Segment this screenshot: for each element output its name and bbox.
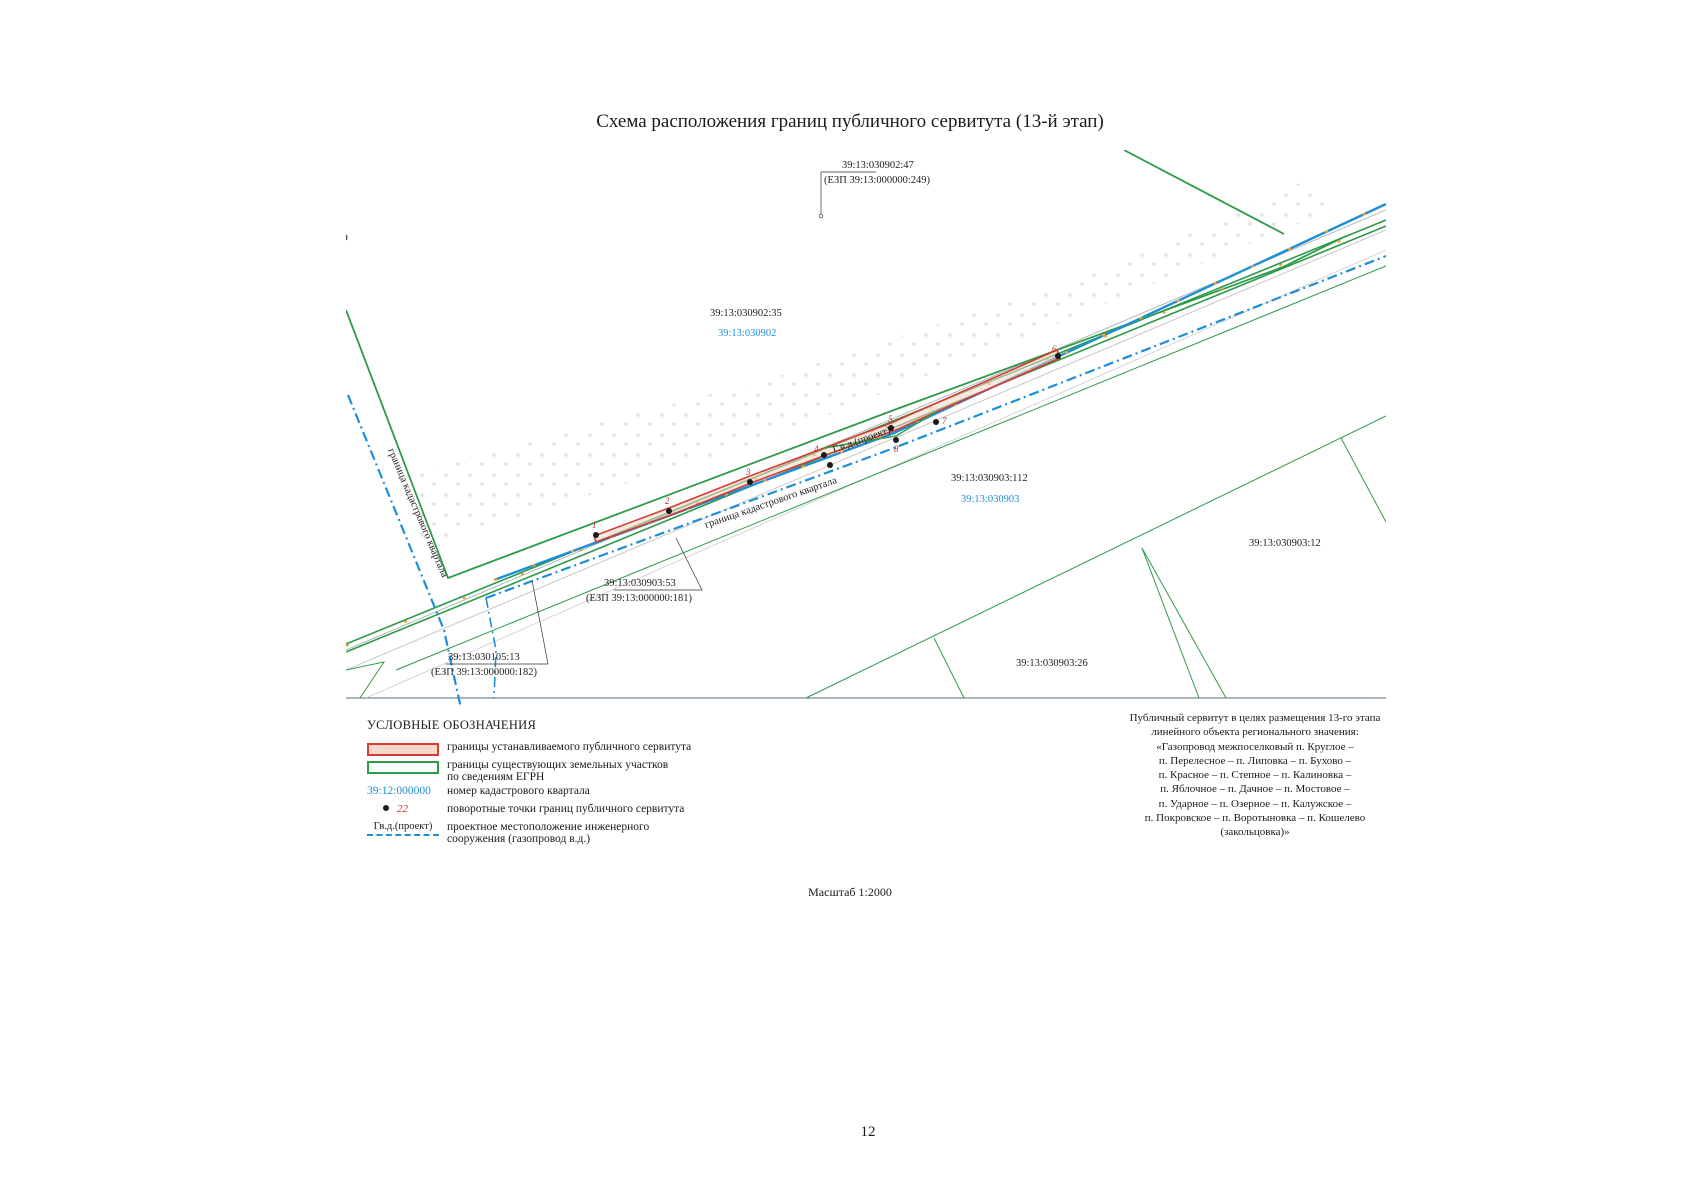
svg-text:7: 7 xyxy=(942,416,947,426)
label-ezp-182: (ЕЗП 39:13:000000:182) xyxy=(431,667,538,678)
leader-903-53 xyxy=(614,537,703,591)
parcel-boundary-903-112 xyxy=(395,265,1386,671)
quarter-border-west xyxy=(346,394,462,705)
leader-105-13 xyxy=(446,579,549,665)
legend-item-gas: Гв.д.(проект) проектное местоположение и… xyxy=(367,821,767,851)
parcel-boundary-903-12-west xyxy=(1141,547,1200,699)
quarter-border-105 xyxy=(485,597,497,699)
parcel-boundary-902-47 xyxy=(1123,150,1285,235)
label-parcel-902-35: 39:13:030902:35 xyxy=(710,308,782,319)
legend-text-points: поворотные точки границ публичного серви… xyxy=(447,803,685,815)
legend-item-quarter: 39:12:000000 номер кадастрового квартала xyxy=(367,785,767,803)
label-ezp-181: (ЕЗП 39:13:000000:181) xyxy=(586,593,693,604)
label-parcel-903-12: 39:13:030903:12 xyxy=(1249,538,1321,549)
turning-point-6[interactable] xyxy=(1055,353,1061,359)
legend-text-parcels-2: по сведениям ЕГРН xyxy=(447,771,545,783)
turning-point-5[interactable] xyxy=(888,425,894,431)
svg-text:4: 4 xyxy=(814,444,819,454)
quarter-border-main xyxy=(485,254,1386,600)
leader-902-47 xyxy=(820,171,876,214)
vegetation-area xyxy=(416,180,1331,550)
svg-text:6: 6 xyxy=(1052,344,1057,354)
label-parcel-903-112: 39:13:030903:112 xyxy=(951,473,1028,484)
svg-text:8: 8 xyxy=(894,444,899,454)
parcel-boundary-105-13 xyxy=(346,661,386,699)
svg-text:5: 5 xyxy=(888,414,893,424)
turning-points: 1 2 3 4 5 6 7 8 xyxy=(592,344,1061,538)
legend-symbol-quarter-code: 39:12:000000 xyxy=(367,785,431,797)
legend-heading: УСЛОВНЫЕ ОБОЗНАЧЕНИЯ xyxy=(367,718,537,732)
north-arrow: С Ю xyxy=(346,168,348,244)
road-edge-line xyxy=(346,229,1386,671)
legend-text-servitude: границы устанавливаемого публичного серв… xyxy=(447,741,692,753)
legend-text-gas-1: проектное местоположение инженерного xyxy=(447,821,650,833)
page-number: 12 xyxy=(860,1124,876,1140)
turning-point-7[interactable] xyxy=(933,419,939,425)
svg-text:1: 1 xyxy=(592,520,597,530)
label-quarter-903: 39:13:030903 xyxy=(961,494,1019,505)
servitude-branch xyxy=(823,411,937,449)
legend-gas-symbol-label: Гв.д.(проект) xyxy=(373,821,433,832)
parcel-boundary-903-12 xyxy=(805,415,1386,699)
legend: УСЛОВНЫЕ ОБОЗНАЧЕНИЯ границы устанавлива… xyxy=(367,718,767,851)
parcel-boundary-903-12-east xyxy=(1340,437,1386,523)
turning-point-extra[interactable] xyxy=(827,462,833,468)
legend-text-quarter: номер кадастрового квартала xyxy=(447,785,590,797)
turning-point-1[interactable] xyxy=(593,532,599,538)
legend-text-gas-2: сооружения (газопровод в.д.) xyxy=(447,833,591,845)
turning-point-2[interactable] xyxy=(666,508,672,514)
servitude-boundary xyxy=(592,348,1062,544)
label-ezp-249: (ЕЗП 39:13:000000:249) xyxy=(824,175,931,186)
svg-text:Ю: Ю xyxy=(346,233,348,244)
turning-point-3[interactable] xyxy=(747,479,753,485)
legend-item-points: 22 поворотные точки границ публичного се… xyxy=(367,803,767,821)
svg-text:3: 3 xyxy=(745,467,751,477)
parcel-boundary-903-26 xyxy=(933,637,965,699)
legend-item-servitude: границы устанавливаемого публичного серв… xyxy=(367,741,767,759)
legend-gas-line-icon xyxy=(367,834,439,836)
legend-symbol-green-box xyxy=(367,761,439,774)
label-parcel-903-26: 39:13:030903:26 xyxy=(1016,658,1088,669)
label-parcel-902-47: 39:13:030902:47 xyxy=(842,160,914,171)
turning-point-8[interactable] xyxy=(893,437,899,443)
label-quarter-902: 39:13:030902 xyxy=(718,328,776,339)
parcel-boundary-903-12-west xyxy=(1141,547,1227,699)
road-edge-line xyxy=(346,209,1386,651)
parcel-boundary-902-35 xyxy=(346,235,1347,580)
label-quarter-border: граница кадастрового квартала xyxy=(703,475,838,531)
label-parcel-903-53: 39:13:030903:53 xyxy=(604,578,676,589)
legend-text-parcels-1: границы существующих земельных участков xyxy=(447,759,669,771)
svg-text:2: 2 xyxy=(665,496,670,506)
label-parcel-105-13: 39:13:030105:13 xyxy=(448,652,520,663)
turning-point-4[interactable] xyxy=(821,452,827,458)
legend-point-dot-icon xyxy=(383,805,389,811)
legend-point-number: 22 xyxy=(397,803,408,815)
servitude-description: Публичный сервитут в целях размещения 13… xyxy=(1129,712,1381,839)
cadastral-map[interactable]: 1 2 3 4 5 6 7 8 С Ю 39:13:030902:47 (ЕЗП… xyxy=(346,150,1386,705)
page-title: Схема расположения границ публичного сер… xyxy=(596,111,1104,132)
map-scale: Масштаб 1:2000 xyxy=(808,885,892,899)
legend-symbol-red-box xyxy=(367,743,439,756)
